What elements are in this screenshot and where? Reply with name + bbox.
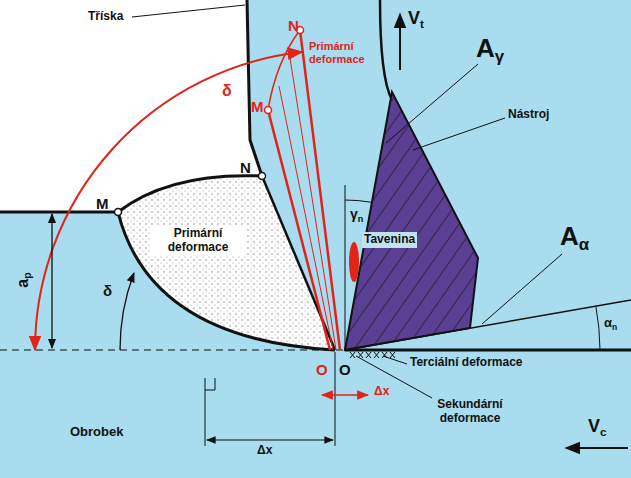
face-symbol: Aα: [560, 222, 589, 255]
zone-name: Terciální deformace: [410, 356, 523, 370]
point-name: N: [240, 159, 251, 176]
machined-surface: [345, 349, 631, 352]
angle-symbol: γn: [348, 205, 365, 225]
leader-line: [482, 254, 562, 324]
tertiary-marks: [350, 352, 395, 358]
leader-line: [132, 5, 245, 17]
angle-symbol: δ: [103, 282, 112, 299]
extension-line: [205, 378, 206, 446]
flank-line: [345, 300, 631, 350]
right-angle-mark: [205, 378, 215, 390]
dimension-symbol: Δx: [257, 444, 272, 458]
zone-name: Tavenina: [362, 232, 417, 248]
tool-body: [345, 92, 478, 350]
zone-name: Primární deformace: [150, 226, 246, 256]
symbol-subscript: c: [600, 425, 607, 438]
chip-right-edge: [380, 0, 392, 100]
leader-line: [383, 356, 407, 364]
symbol-main: γ: [350, 206, 358, 222]
leader-line: [413, 118, 505, 150]
zone-name: Sekundární deformace: [420, 398, 520, 426]
reference-line: [345, 185, 346, 350]
red-dx-dimension: [322, 394, 368, 396]
point-marker: [259, 173, 266, 180]
point-name: M: [96, 195, 109, 212]
point-name: O: [316, 361, 328, 378]
red-shear-line: [268, 110, 330, 350]
symbol-main: V: [588, 416, 600, 436]
part-name: Nástroj: [508, 108, 549, 122]
symbol-subscript: t: [420, 17, 424, 30]
symbol-subscript: n: [612, 322, 617, 332]
symbol-main: V: [408, 8, 420, 28]
symbol-subscript: α: [579, 235, 589, 254]
cutting-velocity-arrow: [566, 447, 628, 449]
symbol-subscript: n: [358, 214, 364, 224]
point-marker: [265, 107, 272, 114]
point-marker: [115, 209, 122, 216]
symbol-main: A: [560, 221, 579, 251]
angle-symbol: αn: [604, 316, 617, 332]
red-angle-arc: [35, 52, 302, 350]
melt-blob: [349, 242, 359, 282]
leader-line: [386, 64, 478, 143]
dimension-symbol: ap: [14, 272, 34, 287]
velocity-symbol: Vt: [408, 8, 424, 30]
part-name: Obrobek: [70, 425, 123, 440]
symbol-main: α: [604, 315, 612, 330]
dx-dimension: [207, 439, 333, 440]
chip-velocity-arrow: [399, 14, 401, 70]
red-chip-edge: [268, 30, 300, 110]
zone-name: Primární deformace: [309, 40, 379, 65]
angle-symbol: δ: [222, 82, 232, 100]
symbol-subscript: γ: [495, 47, 504, 66]
tool-hatch: [345, 92, 478, 350]
part-name: Tříska: [88, 10, 123, 24]
depth-dimension: [51, 214, 52, 348]
shear-zone-lower: [118, 212, 335, 350]
symbol-subscript: p: [22, 272, 33, 278]
symbol-main: a: [14, 279, 31, 288]
face-symbol: Aγ: [476, 34, 504, 67]
angle-arc: [120, 273, 134, 350]
dimension-symbol: Δx: [374, 385, 389, 399]
red-shear-line: [279, 86, 333, 350]
rake-angle-arc: [345, 200, 372, 202]
red-shear-line: [290, 58, 336, 350]
point-name: M: [251, 98, 264, 115]
symbol-main: A: [476, 33, 495, 63]
cut-depth-line: [0, 349, 345, 350]
point-name: O: [339, 361, 351, 378]
extension-line: [335, 352, 336, 446]
shear-zone-upper: [118, 176, 262, 212]
clearance-angle-arc: [596, 307, 600, 350]
red-shear-line: [300, 30, 340, 350]
velocity-symbol: Vc: [588, 416, 607, 438]
chip-left-edge: [247, 0, 262, 176]
point-name: N: [288, 17, 299, 34]
